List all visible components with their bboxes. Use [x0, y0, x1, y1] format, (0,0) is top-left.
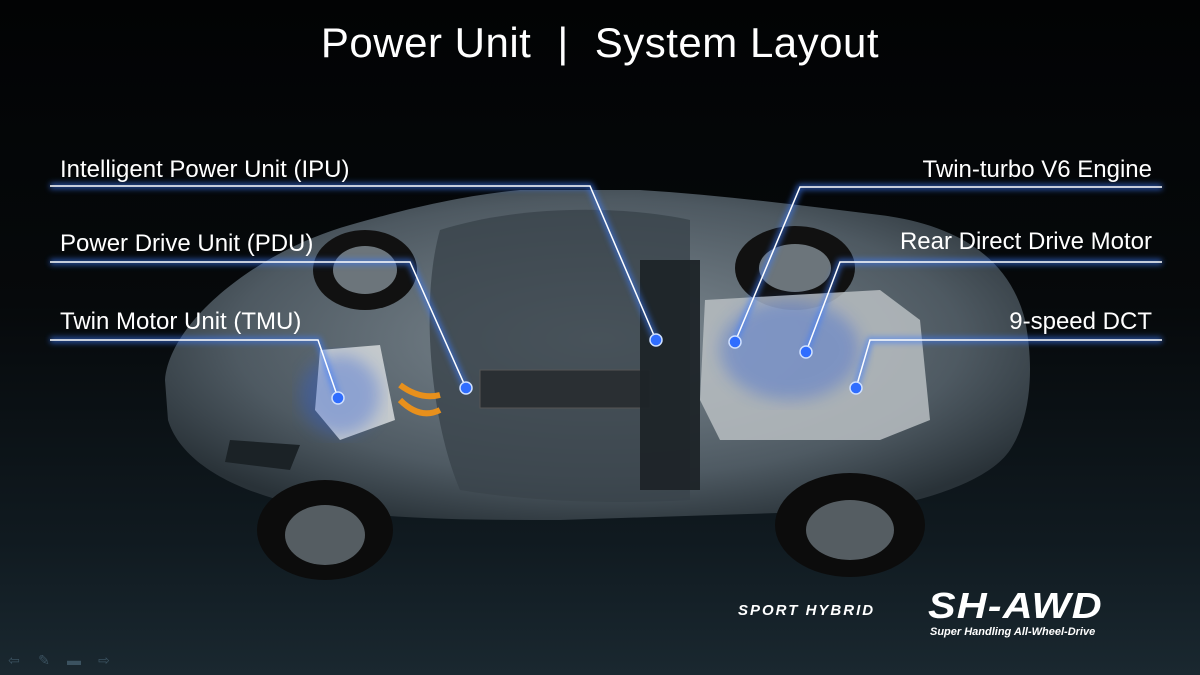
slideshow-controls: ⇦ ✎ ▬ ⇨ — [6, 652, 112, 668]
logo-subtitle: Super Handling All-Wheel-Drive — [930, 626, 1096, 638]
side-intake — [225, 440, 300, 470]
marker-engine — [728, 335, 742, 349]
label-tmu: Twin Motor Unit (TMU) — [60, 308, 302, 335]
cabin — [429, 209, 690, 502]
callout-line-pdu — [50, 261, 467, 389]
battery-pack — [479, 369, 651, 409]
label-dct: 9-speed DCT — [1009, 308, 1152, 335]
logo-sh-awd: SH-AWD — [928, 585, 1103, 626]
menu-icon[interactable]: ▬ — [67, 652, 81, 668]
logo-sport-hybrid: SPORT HYBRID — [738, 602, 876, 619]
marker-rear-motor — [799, 345, 813, 359]
marker-pdu — [459, 381, 473, 395]
sh-awd-logo: SPORT HYBRID SH-AWD Super Handling All-W… — [738, 585, 1158, 642]
label-ipu: Intelligent Power Unit (IPU) — [60, 156, 350, 183]
callout-line-ipu — [50, 185, 657, 341]
wheel-front-right — [257, 480, 393, 580]
label-rear-motor: Rear Direct Drive Motor — [899, 228, 1152, 255]
title-right: System Layout — [594, 19, 880, 66]
next-arrow-icon[interactable]: ⇨ — [98, 652, 110, 668]
slide-title: Power Unit | System Layout — [0, 18, 1200, 68]
marker-tmu — [331, 391, 345, 405]
title-separator: | — [557, 19, 569, 66]
ipu-box — [640, 260, 700, 490]
wheel-rear-left — [735, 226, 855, 310]
label-pdu: Power Drive Unit (PDU) — [60, 230, 314, 257]
callout-line-dct — [855, 339, 1162, 389]
marker-ipu — [649, 333, 663, 347]
callout-line-rear-motor — [805, 261, 1162, 353]
label-engine: Twin-turbo V6 Engine — [922, 156, 1152, 183]
callout-line-tmu — [50, 339, 339, 399]
marker-dct — [849, 381, 863, 395]
previous-arrow-icon[interactable]: ⇦ — [8, 652, 20, 668]
pen-icon[interactable]: ✎ — [38, 652, 50, 668]
title-left: Power Unit — [320, 19, 532, 66]
orange-cables — [397, 382, 442, 417]
wheel-rear-right — [775, 473, 925, 577]
wheel-front-left — [313, 230, 417, 310]
callout-line-engine — [734, 186, 1162, 343]
